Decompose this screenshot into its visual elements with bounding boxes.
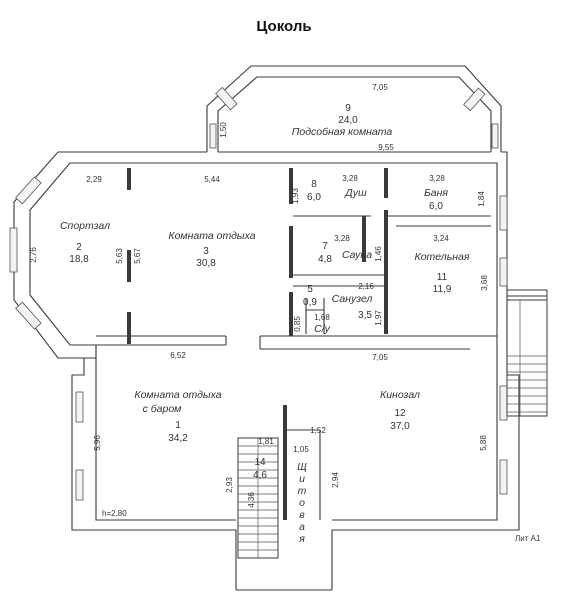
room-area: 6,0 — [307, 192, 321, 203]
room-name: Котельная — [415, 251, 470, 263]
room-name: Санузел — [332, 293, 373, 305]
room-9-label: 9 24,0 Подсобная комната — [292, 103, 393, 138]
room-name: Кинозал — [380, 389, 420, 401]
dimension: 2,76 — [29, 247, 38, 263]
height-note: h=2.80 — [102, 509, 127, 518]
room-number: 9 — [345, 103, 351, 114]
dimension: 1,05 — [293, 445, 309, 454]
room-name: Спортзал — [60, 220, 110, 232]
dimension: 2,29 — [86, 175, 102, 184]
dimension: 3,28 — [342, 174, 358, 183]
room-name: Комната отдыха — [168, 230, 255, 242]
staircase-main — [237, 437, 279, 559]
staircase-outdoor — [506, 289, 548, 417]
room-number: 1 — [175, 420, 181, 431]
room-number: 3 — [203, 246, 209, 257]
dimension: 2,94 — [331, 472, 340, 488]
dimension: 1,84 — [477, 191, 486, 207]
dimension: 3,68 — [480, 275, 489, 291]
room-number: 11 — [437, 272, 448, 283]
room-name: Душ — [344, 187, 367, 199]
room-name-line2: с баром — [143, 403, 182, 415]
dimension: 7,05 — [372, 353, 388, 362]
room-number: 8 — [311, 179, 317, 190]
dimension: 2,16 — [358, 282, 374, 291]
room-number: 7 — [322, 241, 328, 252]
room-7-label: 7 4,8 Сауна — [318, 241, 372, 265]
room-area: 4,8 — [318, 254, 332, 265]
dimension-labels: 7,05 1,50 9,55 2,29 5,44 3,28 3,28 1,93 … — [29, 83, 489, 508]
room-area: 24,0 — [338, 115, 358, 126]
dimension: 5,63 — [115, 248, 124, 264]
room-area: 11,9 — [433, 284, 452, 295]
shitovaya-letter: а — [299, 521, 305, 533]
dimension: 0,85 — [293, 316, 302, 332]
room-area: 18,8 — [69, 254, 89, 265]
dimension: 1,93 — [291, 188, 300, 204]
outer-walls — [9, 65, 520, 591]
shitovaya-letter: в — [299, 509, 305, 521]
dimension: 4,36 — [247, 492, 256, 508]
room-2-label: Спортзал 2 18,8 — [60, 220, 110, 265]
room-11-label: Котельная 11 11,9 — [415, 251, 470, 295]
room-area: 34,2 — [168, 433, 188, 444]
room-name-line1: Комната отдыха — [134, 389, 221, 401]
room-3-label: Комната отдыха 3 30,8 — [168, 230, 255, 269]
room-1-label: Комната отдыха с баром 1 34,2 — [134, 389, 221, 444]
interior-walls — [96, 151, 497, 520]
room-number: 12 — [394, 408, 406, 419]
room-name: Сауна — [342, 249, 372, 261]
room-name: С/у — [314, 323, 331, 335]
room-area: 1,68 — [314, 313, 330, 322]
room-su-label: 1,68 С/у — [314, 313, 331, 335]
room-number: 14 — [254, 457, 266, 468]
dimension: 7,05 — [372, 83, 388, 92]
dimension: 1,97 — [374, 310, 383, 326]
room-name: Баня — [424, 187, 448, 199]
room-area: 37,0 — [390, 421, 410, 432]
shitovaya-letter: о — [299, 497, 305, 509]
dimension: 5,96 — [93, 435, 102, 451]
room-number: 5 — [307, 284, 313, 295]
room-area: 30,8 — [196, 258, 216, 269]
room-5-label: 5 0,9 — [303, 284, 317, 308]
shitovaya-letter: я — [298, 533, 305, 545]
room-name: Подсобная комната — [292, 126, 393, 138]
shitovaya-label: Щ и т о в а я — [297, 461, 307, 545]
dimension: 5,67 — [133, 248, 142, 264]
dimension: 5,88 — [479, 435, 488, 451]
dimension: 3,28 — [429, 174, 445, 183]
room-8-label: 8 6,0 Душ — [307, 179, 367, 203]
dimension: 6,52 — [170, 351, 186, 360]
dimension: 1,52 — [310, 426, 326, 435]
dimension: 1,46 — [374, 246, 383, 262]
dimension: 3,28 — [334, 234, 350, 243]
room-14-label: 14 4,6 — [253, 457, 267, 481]
room-sanuzel-label: Санузел 3,5 — [332, 293, 373, 321]
dimension: 9,55 — [378, 143, 394, 152]
room-number: 2 — [76, 242, 82, 253]
dimension: 2,93 — [225, 477, 234, 493]
room-area: 3,5 — [358, 310, 372, 321]
dimension: 3,24 — [433, 234, 449, 243]
shitovaya-letter: и — [299, 473, 305, 485]
room-area: 4,6 — [253, 470, 267, 481]
room-area: 6,0 — [429, 201, 443, 212]
shitovaya-letter: т — [298, 485, 307, 497]
room-area: 0,9 — [303, 297, 317, 308]
room-12-label: Кинозал 12 37,0 — [380, 389, 420, 432]
dimension: 1,81 — [258, 437, 274, 446]
plan-title: Цоколь — [256, 18, 312, 35]
shitovaya-letter: Щ — [297, 461, 307, 473]
dimension: 1,50 — [219, 122, 228, 138]
lit-label: Лит А1 — [515, 534, 541, 543]
dimension: 5,44 — [204, 175, 220, 184]
room-banya-label: Баня 6,0 — [424, 187, 448, 212]
